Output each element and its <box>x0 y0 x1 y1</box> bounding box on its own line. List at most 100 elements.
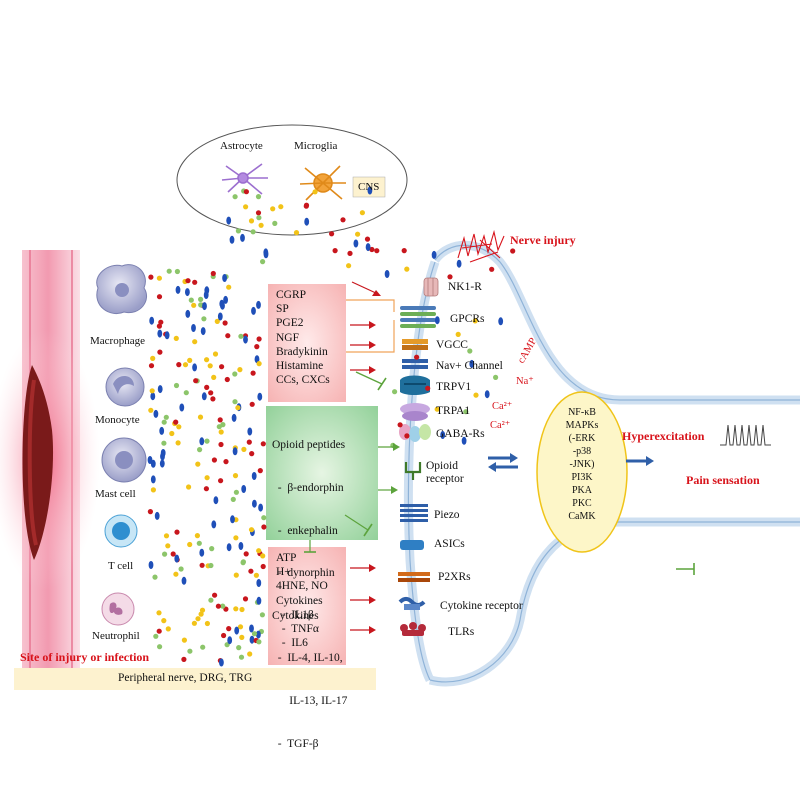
mediator-dot <box>185 278 191 284</box>
receptor-label-asics: ASICs <box>434 538 465 550</box>
signal-item: NF-κB <box>568 407 596 418</box>
mediator-dot <box>253 572 259 578</box>
mediator-dot <box>248 568 254 574</box>
arrows <box>304 281 695 634</box>
mediator-dot <box>359 210 365 216</box>
mediator-dot <box>163 414 169 420</box>
mediator-dot <box>201 392 207 401</box>
receptor-tlrs-icon <box>400 622 426 636</box>
mediator-dot <box>212 351 219 357</box>
mediator-dot <box>258 222 264 228</box>
mediator-dot <box>434 406 440 412</box>
mediator-dot <box>200 644 206 650</box>
mediator-dot <box>365 243 371 252</box>
mediator-dot <box>223 459 229 465</box>
mediator-dot <box>174 268 180 275</box>
mediator-dot <box>195 616 201 622</box>
mediator-item: - β-endorphin <box>272 482 344 495</box>
mediator-dot <box>204 357 210 363</box>
mediator-dot <box>248 527 255 533</box>
mediator-item: PGE2 <box>276 317 304 330</box>
mediator-dot <box>239 634 245 641</box>
mediator-dot <box>202 302 207 311</box>
mediator-dot <box>260 259 266 265</box>
mediator-dot <box>493 374 499 380</box>
mediator-dot <box>249 451 255 457</box>
mediator-item: - TNFα <box>276 623 319 636</box>
mediator-dot <box>355 231 361 237</box>
mediator-dot <box>203 291 209 299</box>
mediator-dot <box>224 376 230 383</box>
monocyte-cell <box>105 367 145 407</box>
mediator-dot <box>249 635 255 644</box>
mediator-dot <box>232 371 238 377</box>
mediator-item: H+ <box>276 566 291 579</box>
mediator-dot <box>249 624 254 633</box>
receptor-piezo-icon <box>400 504 428 522</box>
mediator-dot <box>304 217 310 226</box>
mediator-dot <box>218 441 224 448</box>
mediator-dot <box>211 520 217 529</box>
mediator-item: CGRP <box>276 289 307 301</box>
mediator-dot <box>187 357 193 363</box>
mediator-item: - IL-4, IL-10, <box>272 652 343 665</box>
mediator-dot <box>367 186 373 195</box>
mediator-dot <box>226 543 232 552</box>
signal-item: -JNK) <box>569 459 595 470</box>
mediator-dot <box>210 270 216 277</box>
mediator-dot <box>217 417 223 423</box>
astrocyte-cell <box>221 163 268 195</box>
mediator-dot <box>159 459 165 468</box>
nerve-injury-scribble <box>457 229 505 263</box>
mediator-dot <box>272 220 278 226</box>
receptor-label-nav: Nav+ Channel <box>436 360 503 372</box>
mediator-dot <box>210 396 216 402</box>
receptor-label-tlrs: TLRs <box>448 626 475 638</box>
mediator-dot <box>258 503 263 512</box>
mediator-dot <box>157 644 163 650</box>
mediator-dot <box>263 250 269 259</box>
receptor-label-opioid: Opioid receptor <box>426 460 464 486</box>
receptor-trpv1-icon <box>400 375 430 395</box>
receptor-cytokine-icon <box>398 597 426 610</box>
mediator-item: - enkephalin <box>272 524 338 537</box>
mediator-dot <box>257 468 263 474</box>
mediator-dot <box>278 204 284 210</box>
mediator-dot <box>256 639 262 645</box>
mediator-dot <box>218 478 224 484</box>
mediator-dot <box>256 548 262 554</box>
mediator-dot <box>150 487 156 493</box>
mediator-dot <box>256 630 261 639</box>
receptor-nk1r-icon <box>423 277 439 297</box>
mediator-dot <box>425 385 431 391</box>
signaling-list: NF-κB MAPKs (-ERK -p38 -JNK) PI3K PKA PK… <box>552 406 612 523</box>
mediator-dot <box>156 294 163 300</box>
mediator-dot <box>192 363 198 372</box>
mediator-dot <box>247 427 253 436</box>
mediator-dot <box>222 320 228 326</box>
mediator-dot <box>157 329 163 338</box>
receptor-label-trpv1: TRPV1 <box>436 381 472 393</box>
signal-item: CaMK <box>568 511 596 522</box>
mediator-dot <box>204 438 210 444</box>
mediator-dot <box>303 203 309 209</box>
mediator-dot <box>455 331 461 337</box>
mediator-dot <box>197 414 204 420</box>
mediator-dot <box>219 364 225 370</box>
mediator-dot <box>198 296 204 302</box>
mediator-dot <box>185 309 191 318</box>
mediator-dot <box>153 633 159 639</box>
mediator-dot <box>161 618 167 624</box>
mediator-dot <box>194 533 200 539</box>
mediator-dot <box>173 419 179 425</box>
mediator-item: Cytokines <box>276 594 323 607</box>
mediator-dot <box>160 449 166 457</box>
mediator-dot <box>256 215 262 221</box>
mediator-dot <box>181 656 187 663</box>
action-potential-spikes <box>720 424 771 446</box>
mediator-dot <box>374 248 380 254</box>
mediator-dot <box>312 189 318 195</box>
receptor-label-trpa1: TRPA1 <box>436 405 471 417</box>
mediator-dot <box>232 194 238 200</box>
